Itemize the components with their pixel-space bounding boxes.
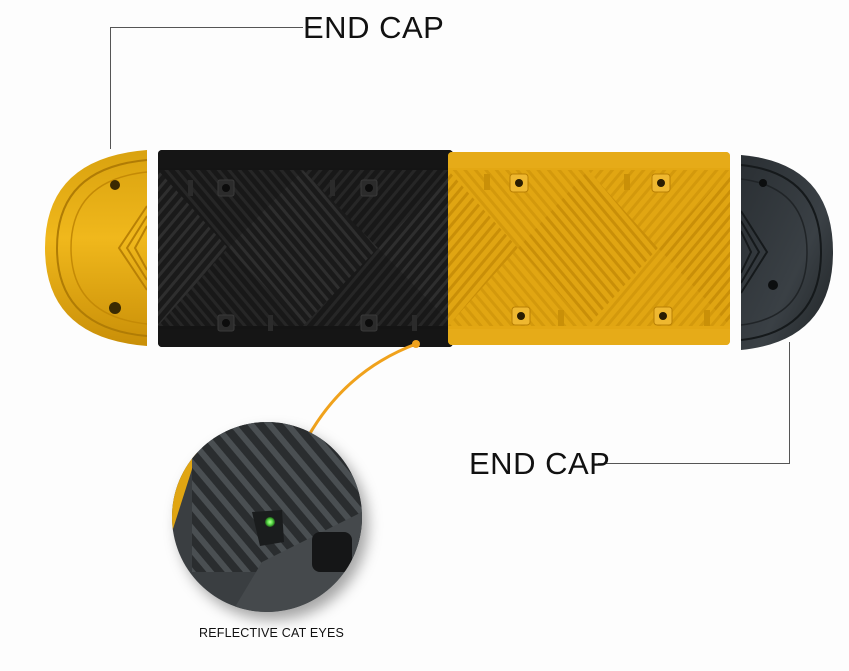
top-end-cap-label: END CAP (303, 10, 445, 45)
top-leader-vertical (110, 27, 111, 149)
middle-section-yellow (448, 152, 730, 345)
bottom-leader-vertical (789, 342, 790, 464)
cat-eyes-caption: REFLECTIVE CAT EYES (199, 626, 345, 640)
cat-eye-zoom-circle (172, 422, 362, 612)
right-end-cap-black (741, 155, 833, 350)
left-end-cap-yellow (45, 150, 147, 346)
bottom-end-cap-label: END CAP (469, 446, 611, 481)
bottom-leader-horizontal (598, 463, 790, 464)
middle-section-black (158, 150, 453, 347)
top-leader-horizontal (110, 27, 303, 28)
